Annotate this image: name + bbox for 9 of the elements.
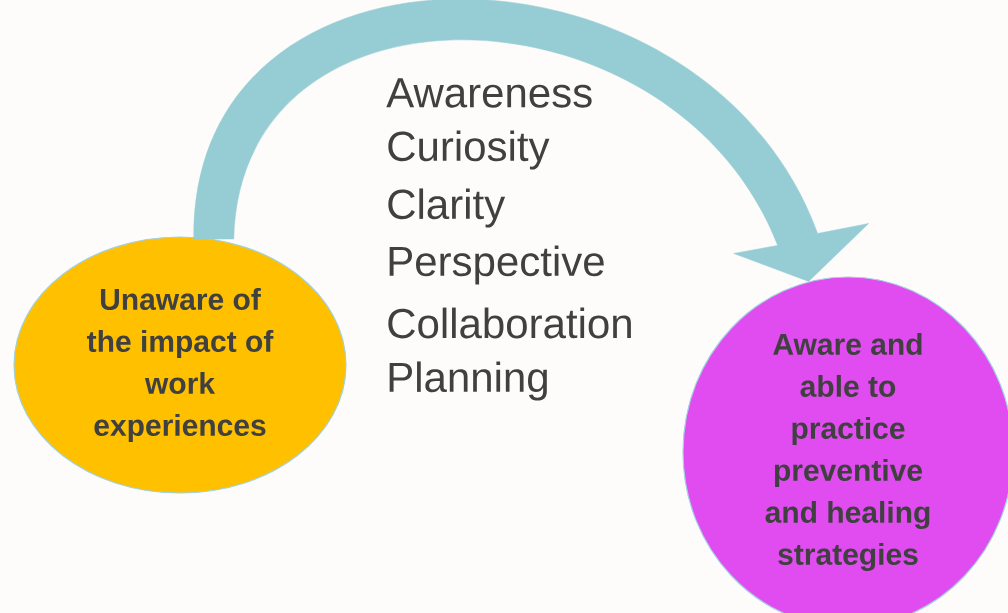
curved-arrow xyxy=(193,0,869,282)
list-item: Planning xyxy=(389,361,547,401)
circle-node: Aware and able to practice preventive and healing strategies xyxy=(682,276,1008,613)
list-item: Collaboration xyxy=(388,307,631,339)
circle-node: Unaware of the impact of work experiences xyxy=(13,236,347,494)
list-item: Clarity xyxy=(388,188,506,228)
list-item: Awareness xyxy=(386,78,592,108)
list-item: Curiosity xyxy=(388,130,550,170)
list-item: Perspective xyxy=(389,245,604,285)
